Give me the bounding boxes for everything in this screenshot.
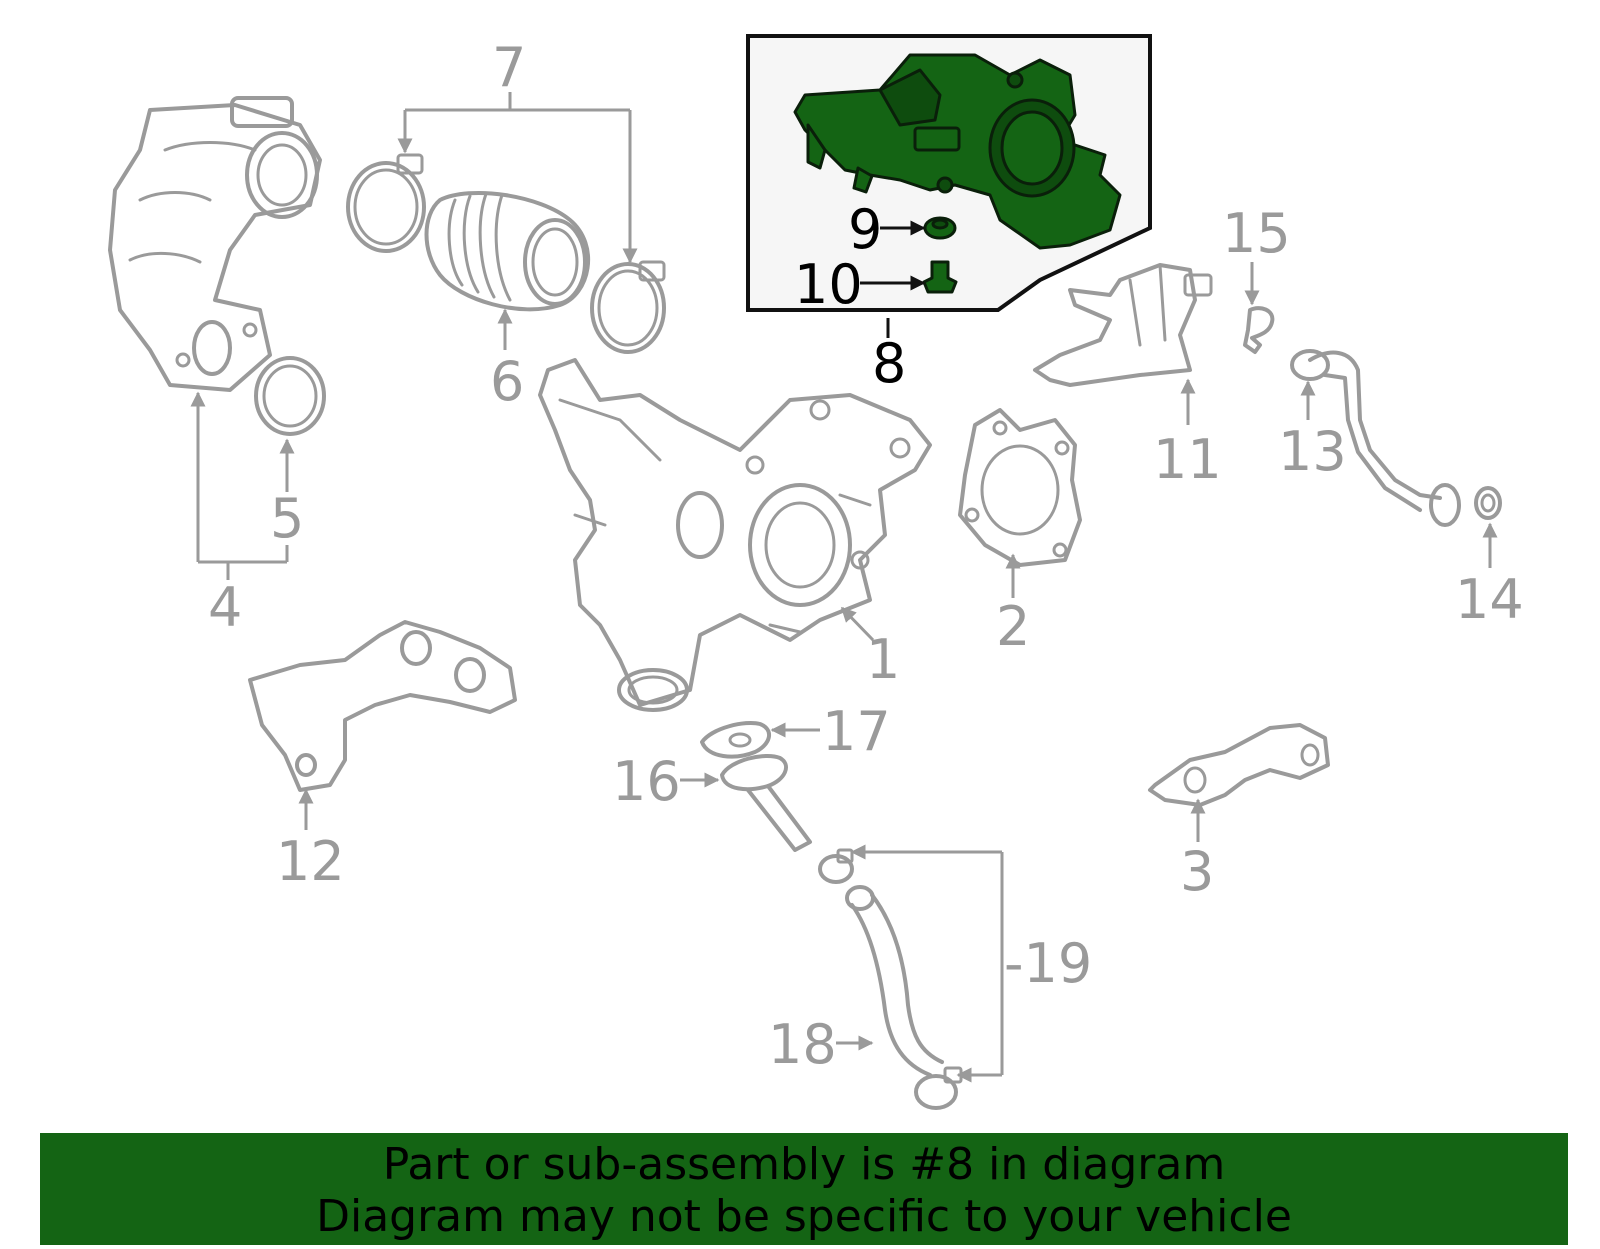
label-part-5: 5 <box>270 487 304 550</box>
label-part-12: 12 <box>276 830 345 893</box>
part-1-egr-housing <box>538 358 932 712</box>
part-15-clip <box>1243 306 1275 354</box>
part-19-clamp-bottom <box>914 1066 963 1110</box>
label-part-3: 3 <box>1180 840 1214 903</box>
label-part-19: -19 <box>1004 932 1092 995</box>
label-part-2: 2 <box>996 595 1030 658</box>
label-part-13: 13 <box>1278 420 1347 483</box>
part-14-washer <box>1474 486 1502 520</box>
label-part-15: 15 <box>1222 202 1291 265</box>
part-18-hose <box>845 885 944 1077</box>
part-3-bracket <box>1148 723 1330 807</box>
label-part-14: 14 <box>1455 568 1524 631</box>
label-part-9: 9 <box>848 198 882 261</box>
part-8-manifold <box>793 53 1122 250</box>
label-part-10: 10 <box>794 253 863 316</box>
banner-line-1: Part or sub-assembly is #8 in diagram <box>382 1139 1226 1190</box>
banner-line-2: Diagram may not be specific to your vehi… <box>316 1191 1292 1242</box>
part-6-bellows-hose <box>424 190 591 312</box>
part-9-nut <box>923 216 957 240</box>
label-part-8: 8 <box>872 332 906 395</box>
callout-lines <box>190 92 1498 1083</box>
label-part-4: 4 <box>208 576 242 639</box>
label-part-6: 6 <box>490 350 524 413</box>
part-19-clamp-top <box>818 848 854 884</box>
part-4-intake-pipe <box>108 96 322 392</box>
part-13-tube <box>1290 349 1461 527</box>
part-10-stud <box>922 260 958 294</box>
part-7-clamp-right <box>590 260 666 354</box>
part-5-seal-ring <box>254 356 326 436</box>
part-labels: 1 2 3 4 5 6 7 8 9 10 11 12 13 14 15 16 1… <box>208 36 1524 1076</box>
label-part-11: 11 <box>1153 428 1222 491</box>
part-16-pipe <box>720 754 812 852</box>
part-11-bracket <box>1033 263 1213 387</box>
part-2-gasket <box>958 408 1082 567</box>
part-7-clamp-left <box>346 153 426 253</box>
label-part-18: 18 <box>768 1013 837 1076</box>
label-part-1: 1 <box>866 628 900 691</box>
label-part-7: 7 <box>492 36 526 99</box>
info-banner: Part or sub-assembly is #8 in diagram Di… <box>40 1133 1568 1245</box>
part-12-heat-shield <box>248 620 517 792</box>
label-part-16: 16 <box>612 750 681 813</box>
label-part-17: 17 <box>822 700 891 763</box>
part-17-small-gasket <box>700 721 771 759</box>
